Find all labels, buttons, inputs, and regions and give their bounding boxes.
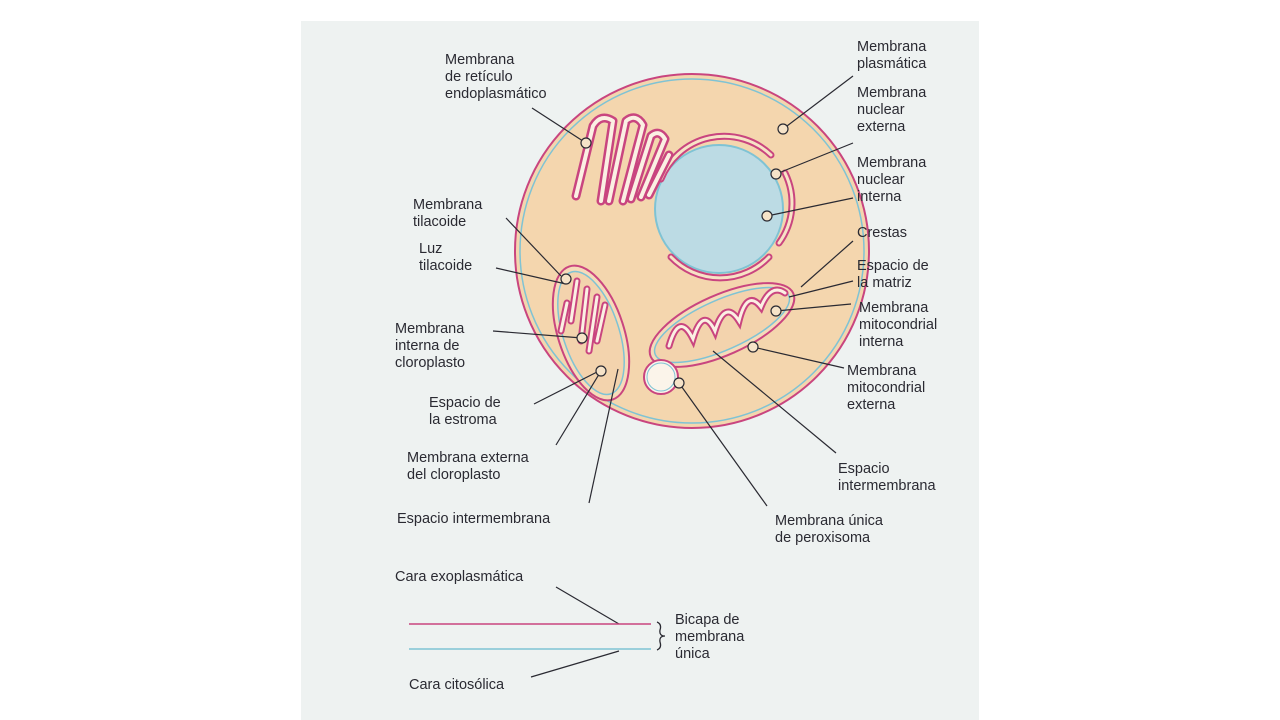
cell-membranes-diagram: Membrana de retículo endoplasmático Memb… [301, 21, 979, 720]
nucleus [654, 144, 784, 274]
peroxisome [643, 359, 679, 395]
label-single-membrane-bilayer: Bicapa de membrana única [675, 612, 745, 662]
label-cristae: Crestas [857, 225, 907, 241]
label-inner-mitochondrial-membrane: Membrana mitocondrial interna [859, 300, 938, 350]
plasma-membrane-inner [519, 78, 865, 424]
label-markers [560, 123, 789, 389]
label-chloro-intermembrane-space: Espacio intermembrana [397, 511, 551, 527]
label-thylakoid-lumen: Luz tilacoide [419, 241, 473, 274]
endoplasmic-reticulum [571, 113, 674, 206]
label-matrix-space: Espacio de la matriz [857, 258, 929, 291]
thylakoids [557, 277, 609, 355]
label-outer-mitochondrial-membrane: Membrana mitocondrial externa [847, 363, 926, 413]
label-outer-nuclear-membrane: Membrana nuclear externa [857, 85, 927, 135]
label-mito-intermembrane-space: Espacio intermembrana [838, 461, 936, 494]
bilayer-brace [656, 621, 666, 651]
label-plasma-membrane: Membrana plasmática [857, 39, 927, 72]
label-cytosolic-face: Cara citosólica [409, 677, 505, 693]
label-er-membrane: Membrana de retículo endoplasmático [445, 52, 547, 102]
label-outer-chloroplast-membrane: Membrana externa del cloroplasto [407, 450, 529, 483]
label-thylakoid-membrane: Membrana tilacoide [413, 197, 483, 230]
leader-lines [492, 75, 854, 678]
label-inner-nuclear-membrane: Membrana nuclear interna [857, 155, 927, 205]
label-stroma-space: Espacio de la estroma [429, 395, 501, 428]
label-inner-chloroplast-membrane: Membrana interna de cloroplasto [395, 321, 466, 371]
label-peroxisome-membrane: Membrana única de peroxisoma [775, 513, 883, 546]
diagram-drawing [409, 73, 870, 678]
label-exoplasmic-face: Cara exoplasmática [395, 569, 524, 585]
